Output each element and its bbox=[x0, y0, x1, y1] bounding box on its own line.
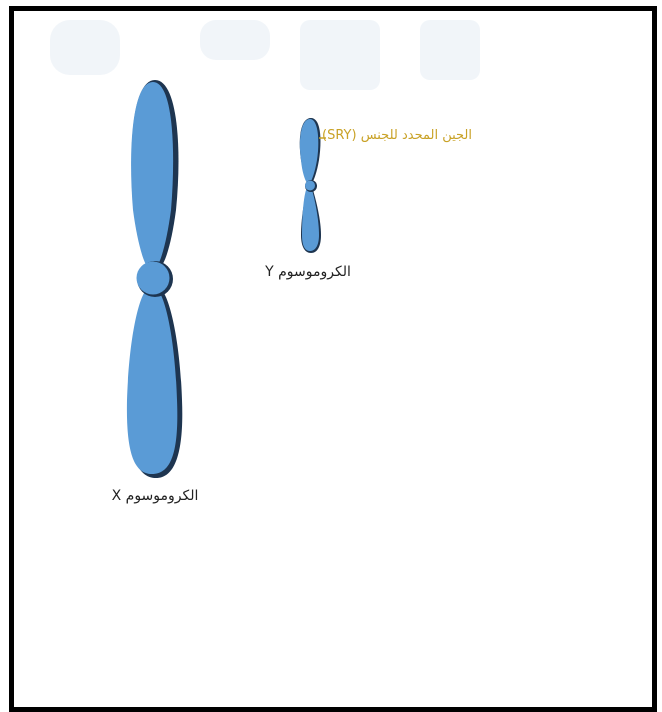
x-chromosome bbox=[127, 80, 182, 478]
y-chromosome-centromere bbox=[305, 181, 315, 191]
y-chromosome bbox=[300, 118, 321, 253]
sry-gene-label: الجين المحدد للجنس (SRY) bbox=[322, 128, 472, 143]
y-chromosome-lower-arm bbox=[302, 190, 319, 251]
y-chromosome-label: الكروموسوم Y bbox=[258, 264, 358, 280]
x-chromosome-label: الكروموسوم X bbox=[100, 488, 210, 504]
x-chromosome-centromere bbox=[137, 262, 170, 295]
